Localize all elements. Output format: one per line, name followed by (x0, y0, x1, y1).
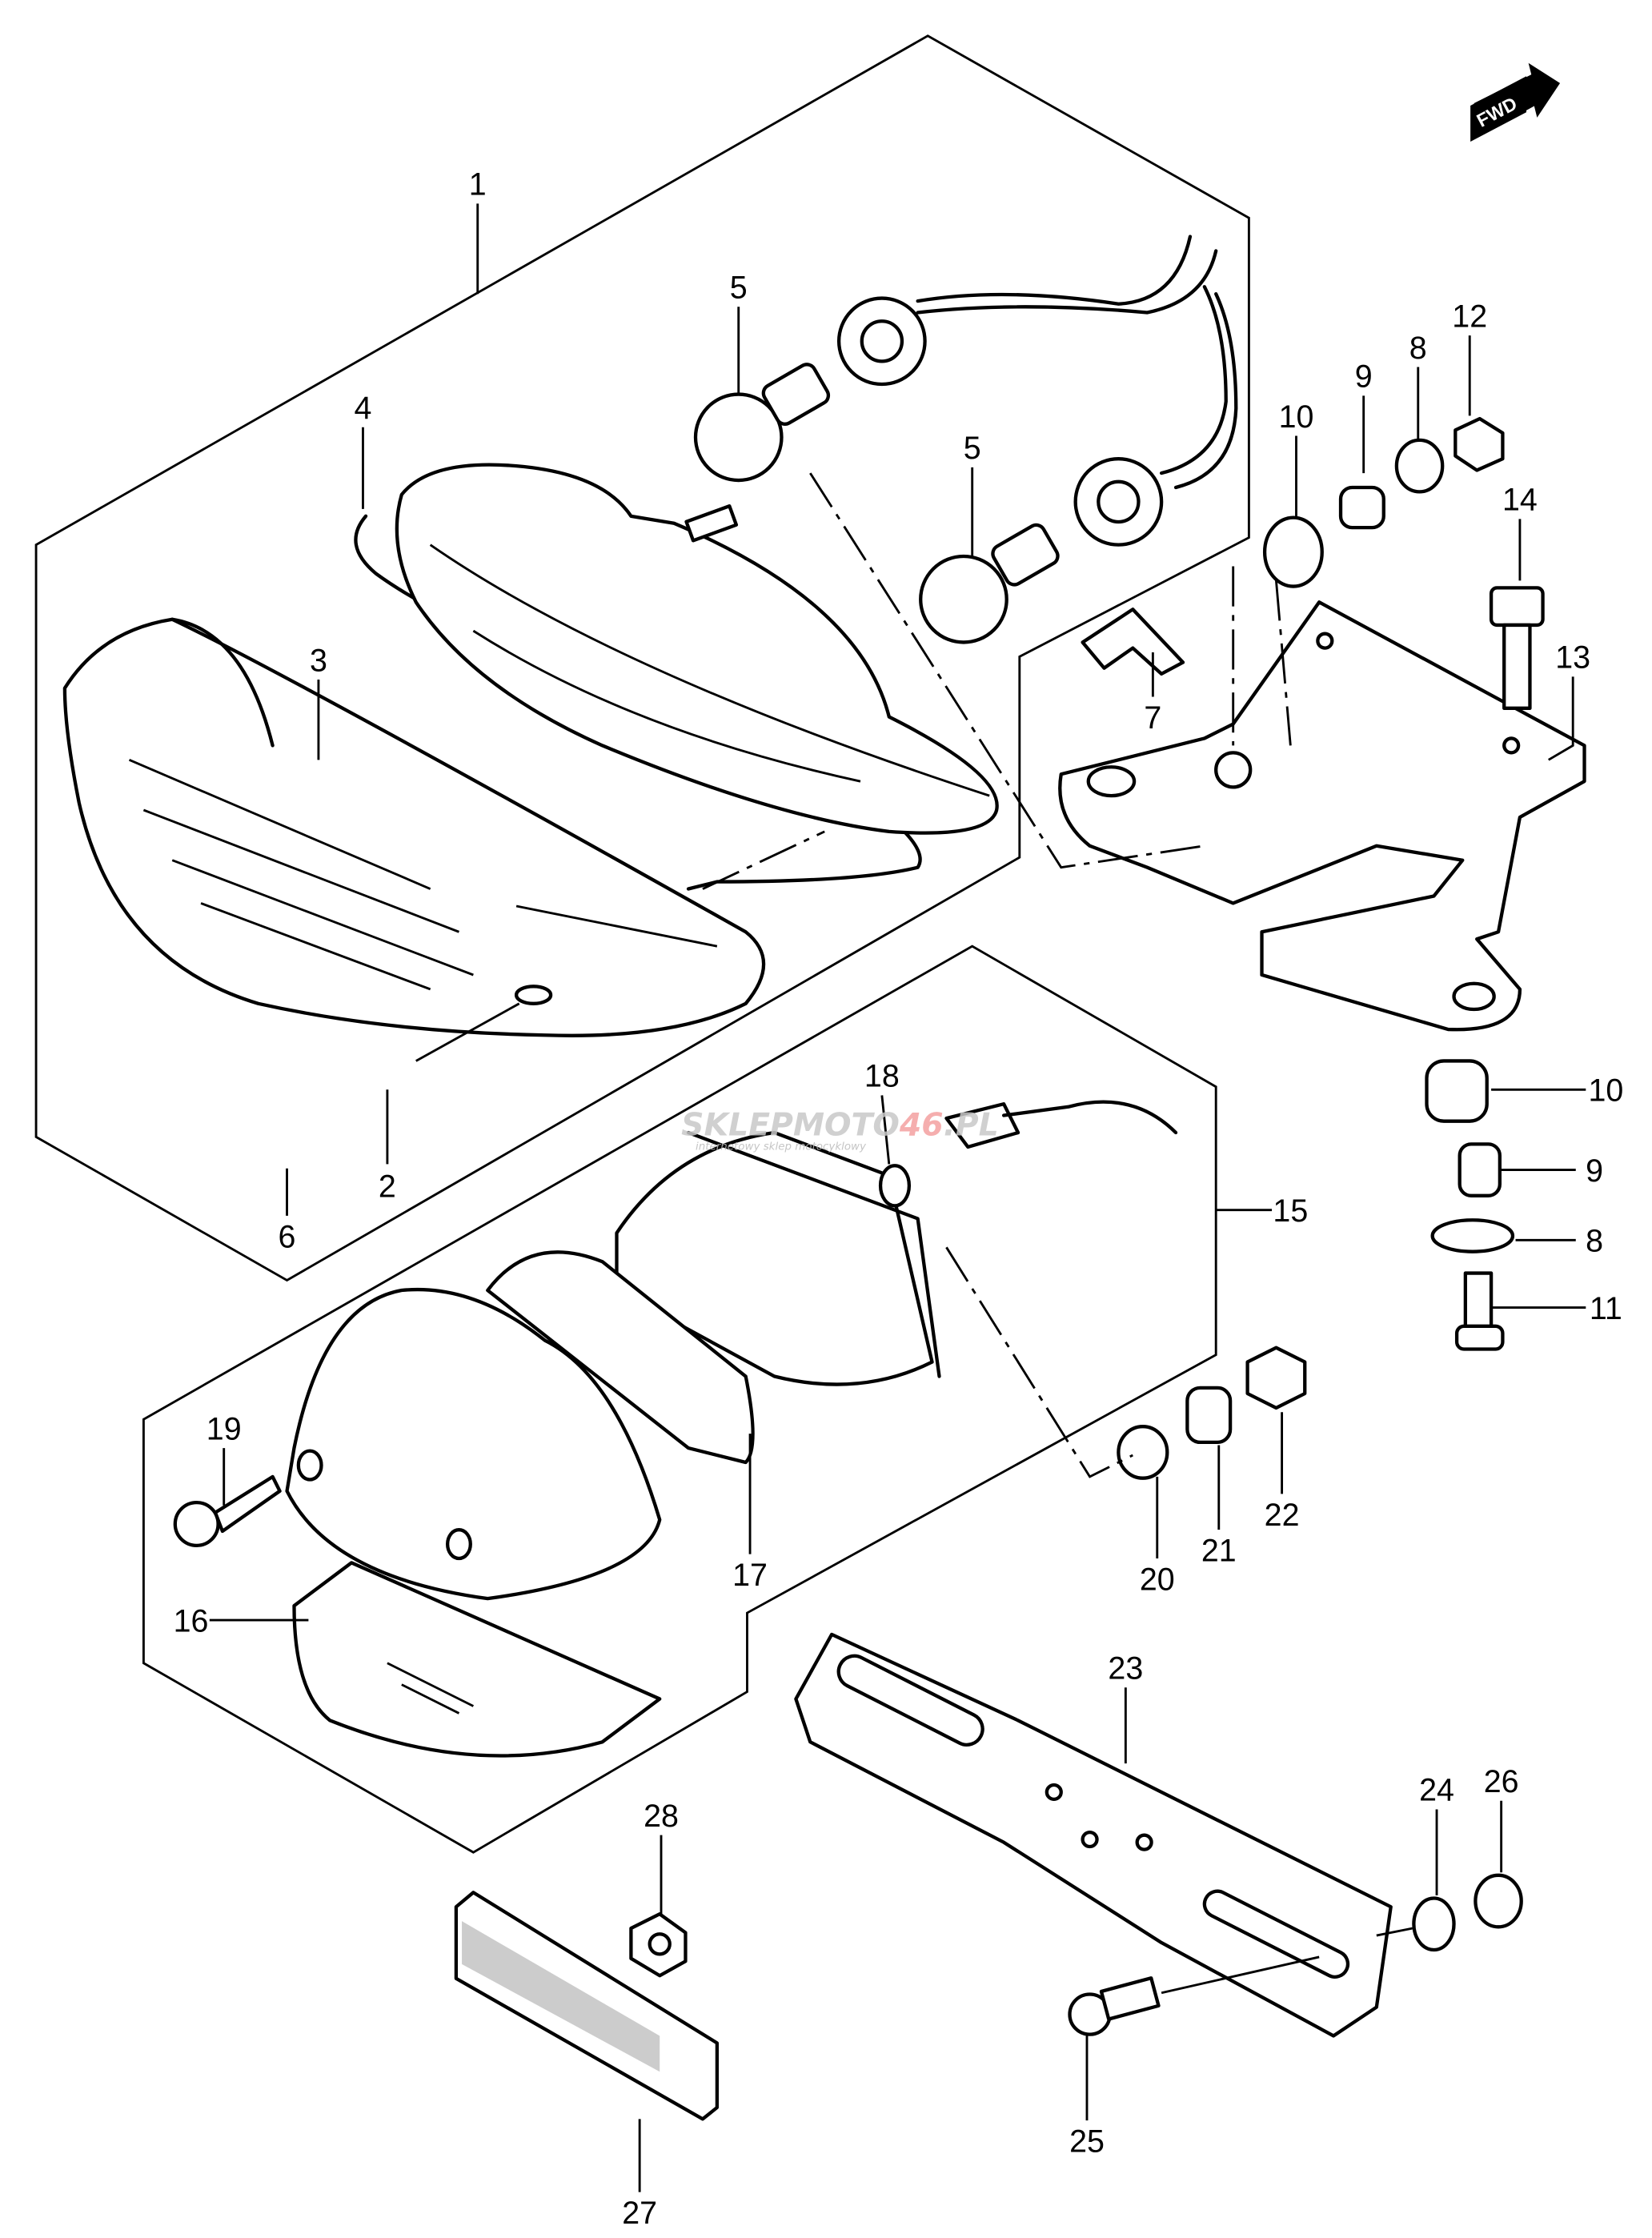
part-25-screw (1068, 1976, 1161, 2036)
part-10-grommet-lower (1425, 1059, 1489, 1123)
callout-4: 4 (354, 391, 371, 426)
socket-harness (836, 235, 1238, 547)
callout-2: 2 (379, 1169, 396, 1205)
callout-7: 7 (1144, 700, 1161, 736)
callout-25: 25 (1069, 2124, 1105, 2160)
part-9-collar-upper (1338, 485, 1385, 530)
watermark-tagline: internetowy sklep motocyklowy (696, 1141, 867, 1153)
callout-19: 19 (206, 1411, 242, 1446)
leader-lines (209, 203, 1586, 2192)
callout-24: 24 (1419, 1773, 1454, 1808)
svg-text:SKLEPMOTO46.PL: SKLEPMOTO46.PL (681, 1107, 999, 1144)
part-8-washer-upper (1394, 438, 1445, 494)
part-28-nut (629, 1912, 688, 1978)
part-5-bulb-lower (919, 523, 1060, 644)
callout-22: 22 (1265, 1498, 1300, 1533)
callout-14: 14 (1502, 483, 1538, 518)
part-20-washer (1117, 1425, 1169, 1480)
watermark-part3: .PL (944, 1107, 999, 1144)
part-24-washer (1412, 1896, 1456, 1952)
callout-18: 18 (864, 1059, 900, 1094)
callout-13: 13 (1555, 640, 1590, 676)
callout-11: 11 (1590, 1291, 1622, 1326)
part-26-nut (1474, 1873, 1523, 1929)
part-3-lens (62, 617, 766, 1037)
part-13-bracket (1058, 600, 1586, 1032)
callout-21: 21 (1201, 1534, 1237, 1569)
callout-5-lower: 5 (964, 431, 981, 466)
part-27-reflector (454, 1891, 720, 2121)
callout-9-upper: 9 (1355, 359, 1373, 395)
callout-26: 26 (1484, 1764, 1519, 1799)
part-12-nut (1454, 416, 1505, 472)
callout-23: 23 (1108, 1650, 1143, 1686)
watermark-part1: SKLEPMOTO (681, 1107, 900, 1144)
assembly-1-boundary (34, 34, 1250, 1282)
assembly-15-boundary (142, 945, 1217, 1854)
part-21-collar (1185, 1386, 1233, 1445)
callout-6: 6 (279, 1219, 296, 1254)
part-11-screw (1454, 1271, 1505, 1351)
part-22-nut (1245, 1346, 1307, 1410)
callout-20: 20 (1140, 1562, 1175, 1597)
part-10-grommet-upper (1262, 515, 1324, 588)
callout-17: 17 (732, 1558, 768, 1593)
part-19-screw (173, 1474, 282, 1548)
part-7-clip (1081, 608, 1185, 676)
callout-labels: 1 2 3 4 5 5 6 7 8 9 10 12 14 13 10 9 8 1… (174, 167, 1624, 2231)
callout-28: 28 (644, 1799, 679, 1834)
callout-8-lower: 8 (1586, 1224, 1603, 1259)
watermark-part2: 46 (899, 1107, 944, 1144)
callout-12: 12 (1452, 299, 1487, 334)
part-15-license-lamp (285, 1100, 1178, 1758)
callout-10-upper: 10 (1279, 399, 1314, 435)
part-23-plate-bracket (794, 1632, 1393, 2038)
callout-3: 3 (310, 643, 327, 678)
part-14-bolt (1489, 586, 1545, 710)
part-9-collar-lower (1458, 1142, 1502, 1197)
part-1-housing (395, 463, 999, 835)
callout-27: 27 (622, 2196, 657, 2231)
callout-1: 1 (469, 167, 487, 203)
watermark-logo: SKLEPMOTO46.PL internetowy sklep motocyk… (681, 1107, 999, 1153)
part-8-washer-lower (1430, 1218, 1515, 1253)
callout-10-lower: 10 (1588, 1073, 1623, 1109)
callout-15: 15 (1273, 1193, 1308, 1229)
fwd-arrow-icon: FWD (1470, 62, 1561, 142)
part-5-bulb-upper (693, 363, 831, 483)
callout-16: 16 (174, 1603, 209, 1638)
callout-8-upper: 8 (1409, 331, 1427, 366)
callout-5-upper: 5 (730, 271, 748, 306)
callout-9-lower: 9 (1586, 1153, 1603, 1189)
